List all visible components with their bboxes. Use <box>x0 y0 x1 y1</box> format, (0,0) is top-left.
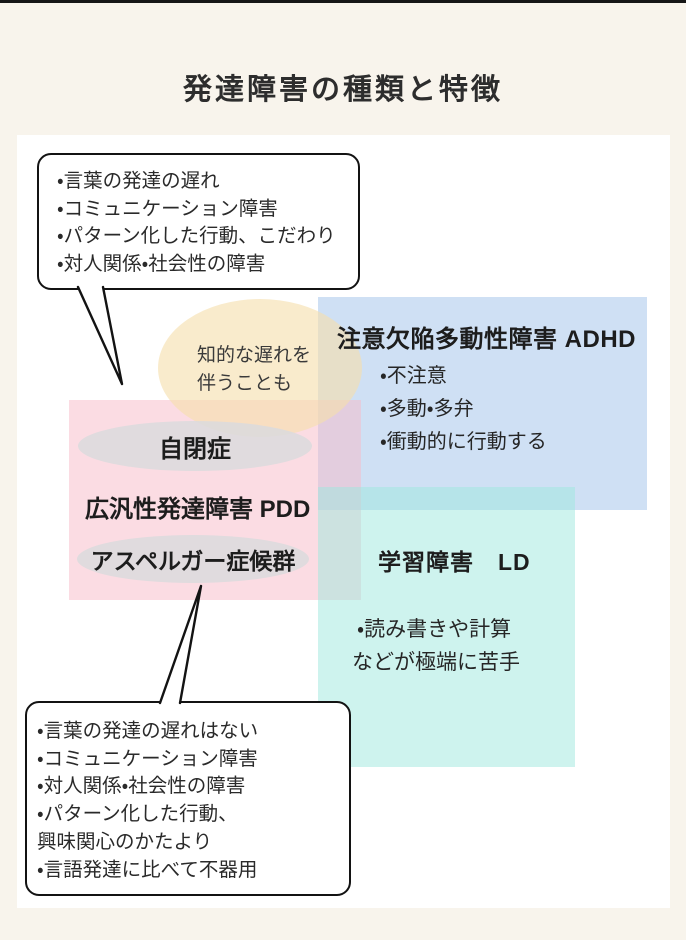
speech-bubble-asperger-traits: ・言葉の発達の遅れはない ・コミュニケーション障害 ・対人関係・社会性の障害 ・… <box>25 701 351 896</box>
adhd-bullet: ・多動・多弁 <box>380 398 474 420</box>
bubble-line: ・パターン化した行動、こだわり <box>57 225 336 248</box>
asperger-ellipse <box>77 535 309 583</box>
ld-bullet-line: などが極端に苦手 <box>352 651 520 674</box>
ld-bullet-line: ・読み書きや計算 <box>357 618 512 641</box>
bubble-line: ・言葉の発達の遅れ <box>57 170 220 192</box>
intellectual-delay-note: 知的な遅れを 伴うことも <box>197 342 311 398</box>
intellectual-delay-ellipse <box>158 299 362 437</box>
speech-bubble-autism-traits: ・言葉の発達の遅れ ・コミュニケーション障害 ・パターン化した行動、こだわり ・… <box>37 153 360 290</box>
note-line: 知的な遅れを <box>197 345 312 366</box>
bubble-line: ・対人関係・社会性の障害 <box>57 253 266 276</box>
autism-ellipse <box>78 421 312 471</box>
bubble-line: ・パターン化した行動、 <box>37 803 238 826</box>
note-line: 伴うことも <box>197 373 293 394</box>
bubble-tail-bottom <box>158 584 203 705</box>
adhd-box <box>318 297 647 510</box>
autism-label: 自閉症 <box>159 435 231 463</box>
pdd-label: 広汎性発達障害 PDD <box>85 496 311 523</box>
bubble-line: 興味関心のかたより <box>37 830 213 853</box>
bubble-line: ・コミュニケーション障害 <box>57 197 278 220</box>
adhd-bullet: ・不注意 <box>380 365 447 387</box>
bubble-tail-top <box>76 285 124 386</box>
adhd-title: 注意欠陥多動性障害 ADHD <box>337 326 636 353</box>
top-accent-bar <box>0 0 686 3</box>
asperger-label: アスペルガー症候群 <box>90 548 296 574</box>
bubble-line: ・言語発達に比べて不器用 <box>37 858 258 881</box>
page-title: 発達障害の種類と特徴 <box>182 74 503 106</box>
adhd-bullet-list: ・不注意 ・多動・多弁 ・衝動的に行動する <box>380 360 547 459</box>
bubble-line: ・言葉の発達の遅れはない <box>37 720 259 742</box>
bubble-line: ・コミュニケーション障害 <box>37 747 258 770</box>
bubble-line: ・対人関係・社会性の障害 <box>37 775 246 798</box>
adhd-bullet: ・衝動的に行動する <box>380 431 547 453</box>
ld-title: 学習障害 LD <box>378 549 531 575</box>
ld-box <box>318 487 575 767</box>
